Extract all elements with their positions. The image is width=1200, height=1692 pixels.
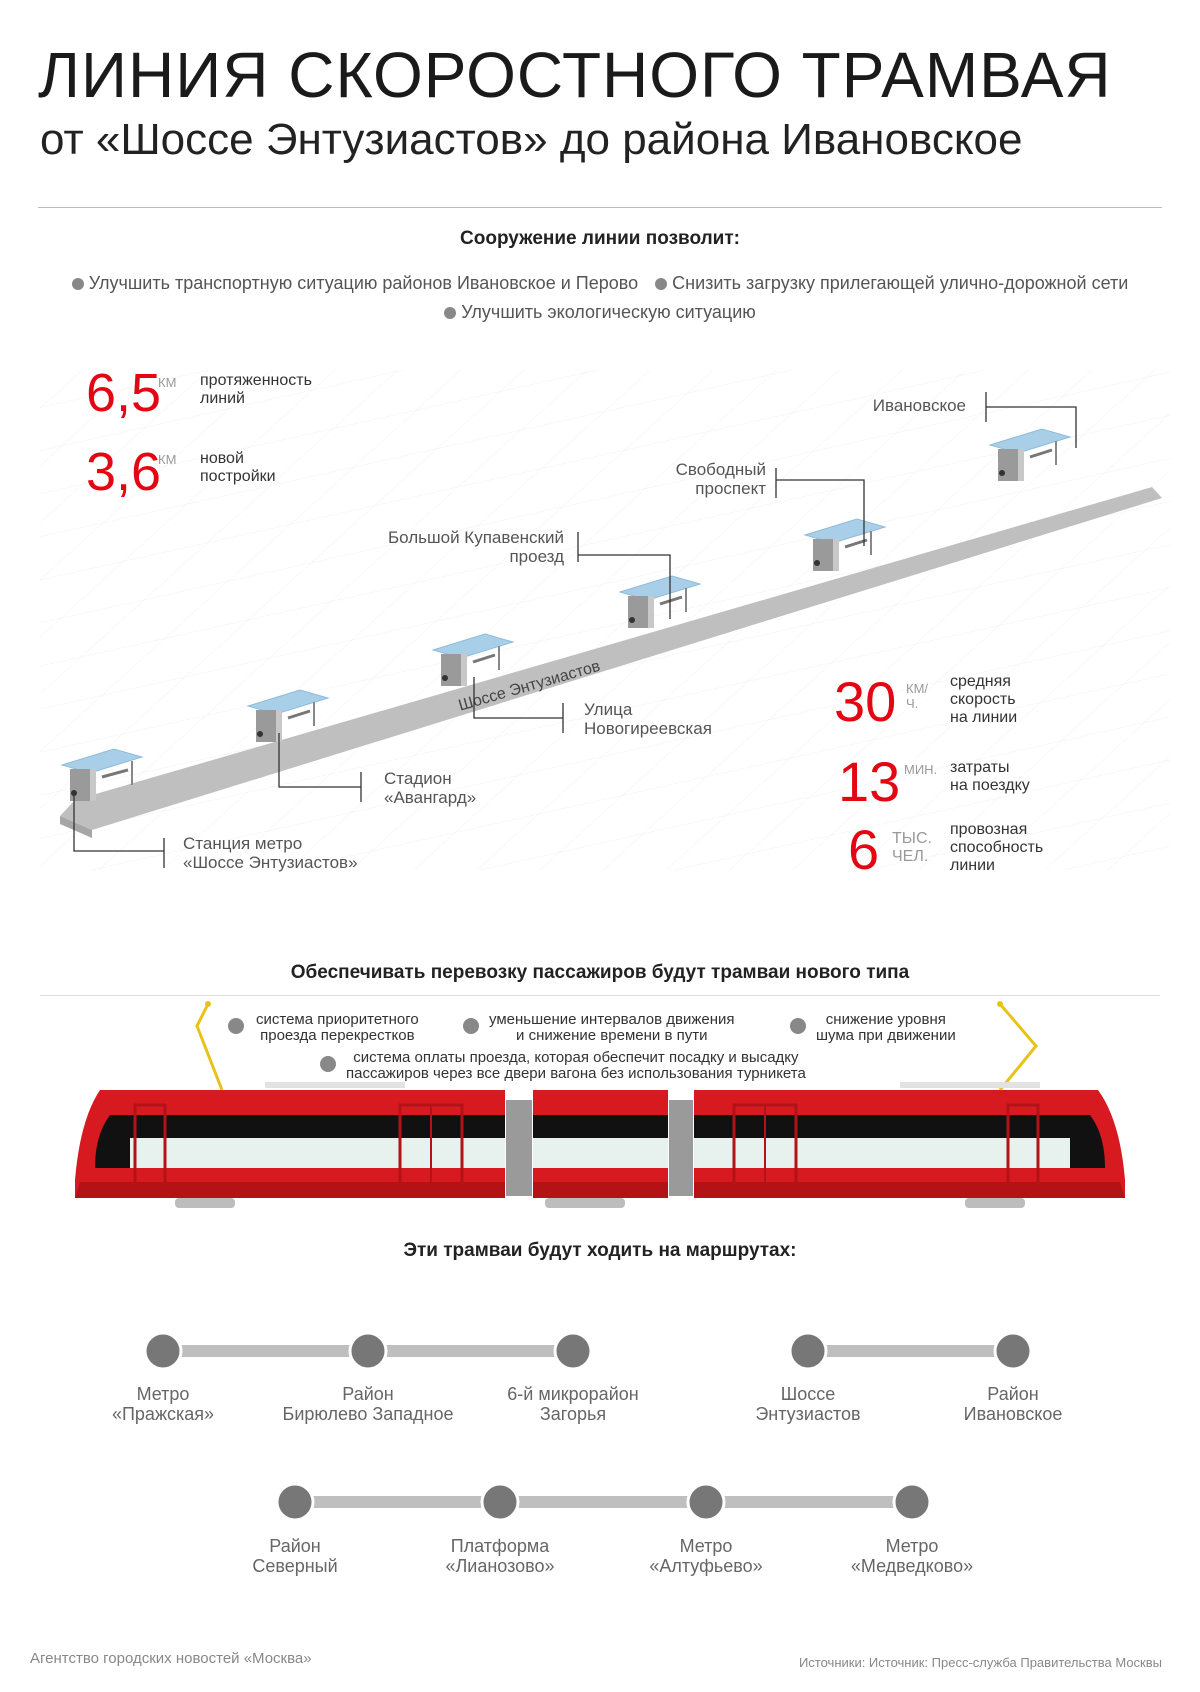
route-stop-icon [788, 1331, 828, 1371]
station-label-shosse-entuziastov: Станция метро«Шоссе Энтузиастов» [183, 834, 358, 872]
route-stop-icon [348, 1331, 388, 1371]
length-unit: КМ [158, 375, 177, 390]
speed-value: 30 [834, 670, 897, 733]
station-label-ivanovskoe: Ивановское [872, 396, 966, 415]
shelter-icon [803, 518, 887, 571]
route-stop-label: Метро«Медведково» [850, 1536, 974, 1576]
route-stop-icon [275, 1482, 315, 1520]
new-construction-unit: КМ [158, 452, 177, 467]
route-stop-icon [993, 1331, 1033, 1371]
shelter-icon [618, 575, 702, 628]
routes-diagram [143, 1331, 1033, 1520]
bullet-icon [228, 1018, 244, 1034]
length-value: 6,5 [86, 363, 162, 423]
shelter-icon [60, 748, 144, 801]
route-stop-label: Платформа«Лианозово» [445, 1536, 555, 1576]
shelter-icon [988, 428, 1072, 481]
bullet-icon [655, 277, 668, 290]
route-stop-label: Метро«Пражская» [111, 1384, 215, 1424]
route-stop-icon [480, 1482, 520, 1520]
new-construction-value: 3,6 [86, 442, 162, 502]
tram-divider [40, 995, 1160, 996]
shelter-icon [431, 633, 515, 686]
benefits-list-row2: Улучшить экологическую ситуацию [0, 302, 1200, 324]
route-stop-icon [553, 1331, 593, 1371]
shelter-icon [246, 689, 330, 742]
tram-articulation [506, 1100, 532, 1196]
road [60, 487, 1162, 830]
pantograph-right [998, 1003, 1038, 1091]
benefit-item: Улучшить экологическую ситуацию [444, 302, 756, 323]
bullet-icon [71, 277, 84, 290]
benefits-heading: Сооружение линии позволит: [460, 228, 740, 249]
route-stop-icon [686, 1482, 726, 1520]
benefits-list-row1: Улучшить транспортную ситуацию районов И… [0, 273, 1200, 295]
tram-illustration [75, 1001, 1125, 1208]
page-subtitle: от «Шоссе Энтузиастов» до района Ивановс… [40, 115, 1023, 164]
line-map: Шоссе Энтузиастов [40, 370, 1170, 870]
capacity-value: 6 [848, 818, 880, 881]
capacity-unit: ТЫС.ЧЕЛ. [892, 830, 932, 865]
speed-unit: КМ/Ч. [906, 681, 929, 711]
leader-lines [73, 392, 1077, 868]
benefit-item: Снизить загрузку прилегающей улично-доро… [655, 273, 1128, 294]
feature-payment: система оплаты проезда, которая обеспечи… [320, 1050, 806, 1082]
title-divider [38, 207, 1162, 208]
route-1 [143, 1331, 593, 1371]
footer-sources: Источники: Источник: Пресс-служба Правит… [798, 1655, 1162, 1670]
bullet-icon [463, 1018, 479, 1034]
tram-car-middle [533, 1090, 668, 1198]
bullet-icon [790, 1018, 806, 1034]
route-3 [275, 1482, 932, 1520]
route-2 [788, 1331, 1033, 1371]
tram-car-left [75, 1090, 505, 1198]
tram-heading: Обеспечивать перевозку пассажиров будут … [290, 962, 910, 983]
footer-agency: Агентство городских новостей «Москва» [30, 1650, 312, 1667]
bullet-icon [444, 306, 457, 319]
benefit-item: Улучшить транспортную ситуацию районов И… [71, 273, 638, 294]
tram-articulation [669, 1100, 693, 1196]
route-stop-label: Метро«Алтуфьево» [649, 1536, 763, 1576]
pantograph-left [195, 1003, 224, 1091]
page-title: ЛИНИЯ СКОРОСТНОГО ТРАМВАЯ [38, 39, 1112, 111]
trip-time-value: 13 [838, 750, 901, 813]
routes-heading: Эти трамваи будут ходить на маршрутах: [403, 1240, 797, 1261]
trip-time-unit: МИН. [904, 762, 938, 777]
bullet-icon [320, 1056, 336, 1072]
station-label-avangard: Стадион«Авангард» [384, 769, 477, 807]
route-stop-icon [143, 1331, 183, 1371]
route-stop-icon [892, 1482, 932, 1520]
tram-car-right [694, 1090, 1125, 1198]
tram-bogies [175, 1198, 1025, 1208]
